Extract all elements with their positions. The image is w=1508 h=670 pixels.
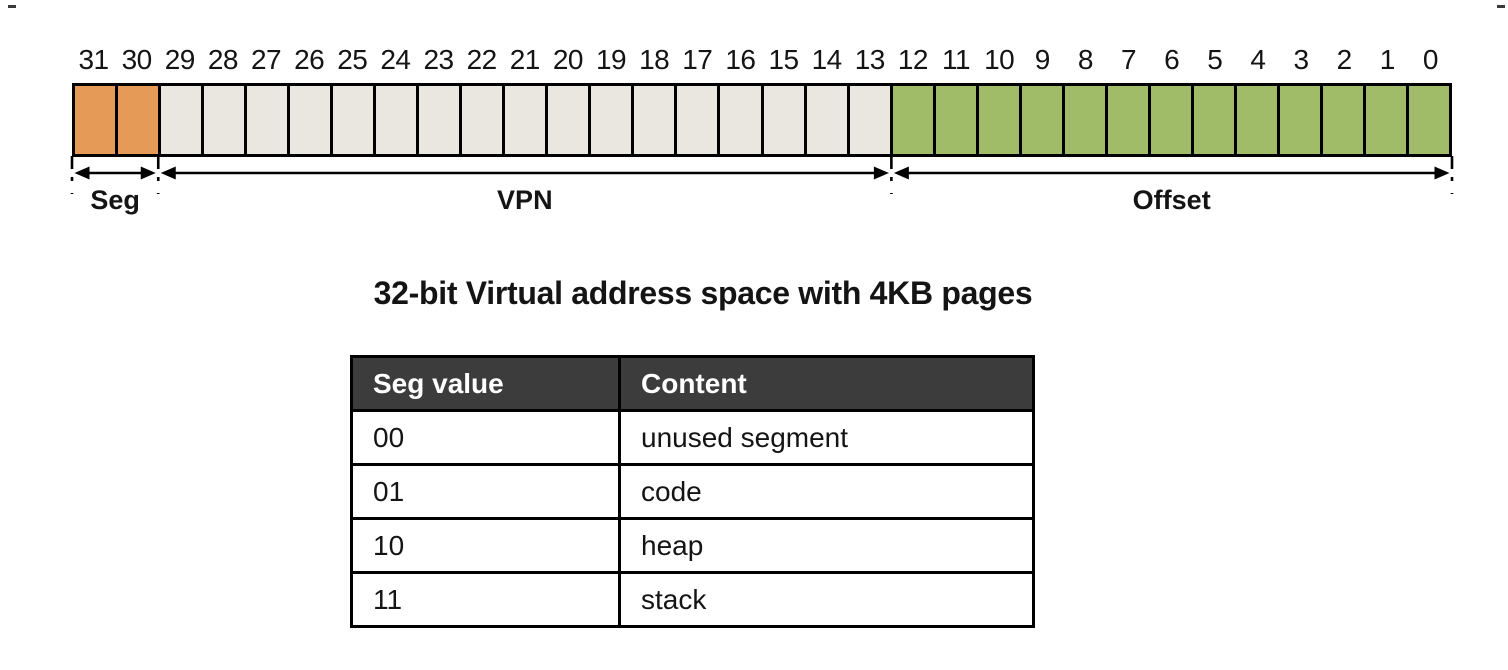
bit-number-label: 19 — [595, 44, 627, 75]
cell-seg-value: 00 — [350, 409, 621, 466]
bit-number-label: 4 — [1250, 44, 1266, 75]
header-cell-seg-value: Seg value — [350, 355, 621, 412]
diagram-title: 32-bit Virtual address space with 4KB pa… — [373, 275, 1033, 311]
seg-table-header: Seg value Content — [350, 355, 1035, 412]
field-label-vpn: VPN — [497, 185, 553, 215]
bit-cell-23 — [419, 86, 463, 154]
bit-cell-31 — [75, 86, 119, 154]
bit-number-label: 24 — [380, 44, 411, 75]
crop-mark-top-right — [1497, 5, 1505, 8]
cell-seg-value: 01 — [350, 463, 621, 520]
bit-number-label: 3 — [1293, 44, 1310, 75]
bit-number-label: 31 — [78, 44, 109, 75]
bit-number-label: 12 — [897, 44, 929, 75]
bit-cell-0 — [1408, 86, 1449, 154]
cell-seg-value: 10 — [350, 517, 621, 574]
cell-content: stack — [618, 571, 1035, 628]
bit-cell-13 — [849, 86, 893, 154]
bit-cell-19 — [591, 86, 635, 154]
cell-seg-value: 11 — [350, 571, 621, 628]
bit-cell-8 — [1064, 86, 1108, 154]
bit-cell-3 — [1279, 86, 1323, 154]
crop-mark-top-left — [8, 5, 16, 8]
cell-content: heap — [618, 517, 1035, 574]
bit-number-label: 2 — [1336, 44, 1353, 75]
bit-number-label: 1 — [1379, 44, 1396, 75]
bit-cell-17 — [677, 86, 721, 154]
bit-cell-9 — [1021, 86, 1065, 154]
bit-number-label: 18 — [639, 44, 670, 75]
bit-cell-12 — [892, 86, 936, 154]
bit-cell-24 — [376, 86, 420, 154]
bit-cell-18 — [634, 86, 678, 154]
bit-number-label: 17 — [682, 44, 713, 75]
bit-number-label: 13 — [854, 44, 886, 75]
bit-number-label: 23 — [423, 44, 454, 75]
bit-cell-6 — [1150, 86, 1194, 154]
bit-cell-30 — [118, 86, 162, 154]
bit-cell-20 — [548, 86, 592, 154]
bit-number-label: 9 — [1034, 44, 1051, 75]
bit-number-label: 8 — [1077, 44, 1094, 75]
bit-number-label: 29 — [164, 44, 196, 75]
bit-cell-2 — [1322, 86, 1366, 154]
bit-cell-16 — [720, 86, 764, 154]
bit-number-label: 27 — [250, 44, 282, 75]
bit-cell-27 — [247, 86, 291, 154]
bit-number-label: 25 — [337, 44, 368, 75]
bit-number-label: 14 — [811, 44, 843, 75]
header-cell-content: Content — [618, 355, 1035, 412]
bit-cell-26 — [290, 86, 334, 154]
bit-number-label: 26 — [294, 44, 325, 75]
bit-cell-25 — [333, 86, 377, 154]
bit-number-label: 28 — [207, 44, 239, 75]
cell-content: unused segment — [618, 409, 1035, 466]
bit-number-label: 5 — [1207, 44, 1223, 75]
bit-cell-15 — [763, 86, 807, 154]
bit-cell-1 — [1365, 86, 1409, 154]
bit-number-label: 20 — [552, 44, 584, 75]
bit-number-label: 16 — [725, 44, 756, 75]
field-label-offset: Offset — [1132, 185, 1211, 215]
bit-number-label: 7 — [1121, 44, 1137, 75]
bit-cell-29 — [161, 86, 205, 154]
bit-number-label: 6 — [1164, 44, 1180, 75]
bit-cell-7 — [1107, 86, 1151, 154]
bit-cell-5 — [1193, 86, 1237, 154]
cell-content: code — [618, 463, 1035, 520]
bit-number-label: 22 — [466, 44, 498, 75]
bit-cell-22 — [462, 86, 506, 154]
bit-cell-21 — [505, 86, 549, 154]
header-row: Seg value Content — [350, 355, 1035, 412]
bit-cell-28 — [204, 86, 248, 154]
bit-field-row — [72, 83, 1452, 157]
bit-number-label: 30 — [121, 44, 153, 75]
bit-number-label: 21 — [509, 44, 541, 75]
bit-cell-11 — [935, 86, 979, 154]
bit-number-label: 10 — [984, 44, 1015, 75]
bit-number-label: 11 — [942, 44, 971, 75]
bit-cell-10 — [978, 86, 1022, 154]
bit-number-label: 0 — [1422, 44, 1439, 75]
bit-cell-4 — [1236, 86, 1280, 154]
bit-cell-14 — [806, 86, 850, 154]
field-label-seg: Seg — [90, 185, 140, 215]
bit-number-label: 15 — [768, 44, 799, 75]
